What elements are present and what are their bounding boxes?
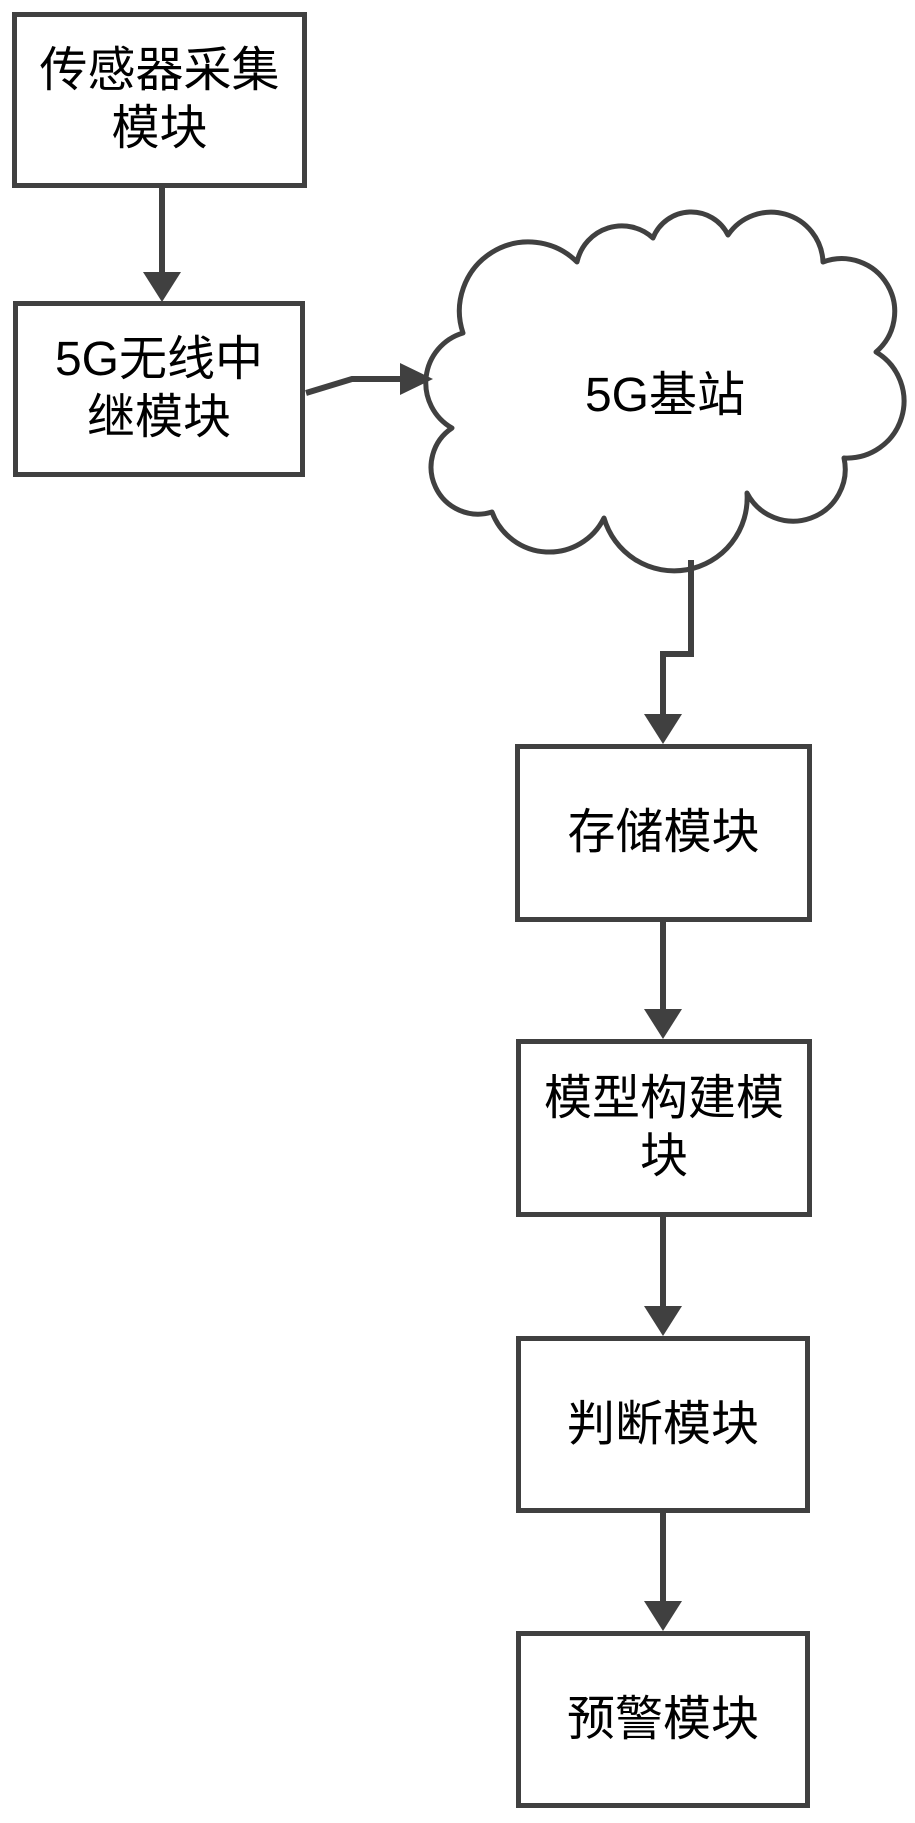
storage-module-box: 存储模块 (515, 744, 812, 922)
arrow-relay-to-cloud (305, 363, 433, 396)
base-station-cloud-label: 5G基站 (584, 369, 746, 422)
sensor-collection-module-label: 传感器采集模块 (39, 44, 280, 155)
relay-module-box: 5G无线中继模块 (13, 301, 305, 477)
base-station-cloud-shape (423, 209, 907, 574)
relay-module-label: 5G无线中继模块 (54, 333, 264, 444)
arrow-judge-to-alert (644, 1513, 682, 1631)
sensor-collection-module-box: 传感器采集模块 (12, 12, 307, 188)
arrow-storage-to-model (644, 922, 682, 1039)
judgment-module-box: 判断模块 (516, 1336, 810, 1513)
arrow-cloud-to-storage (644, 560, 694, 744)
arrow-sensor-to-relay (143, 188, 181, 302)
model-building-module-box: 模型构建模块 (516, 1039, 812, 1217)
judgment-module-label: 判断模块 (566, 1397, 759, 1451)
model-building-module-label: 模型构建模块 (543, 1072, 784, 1183)
warning-module-box: 预警模块 (516, 1631, 810, 1808)
storage-module-label: 存储模块 (567, 806, 760, 860)
arrow-model-to-judge (644, 1217, 682, 1336)
warning-module-label: 预警模块 (566, 1692, 759, 1746)
